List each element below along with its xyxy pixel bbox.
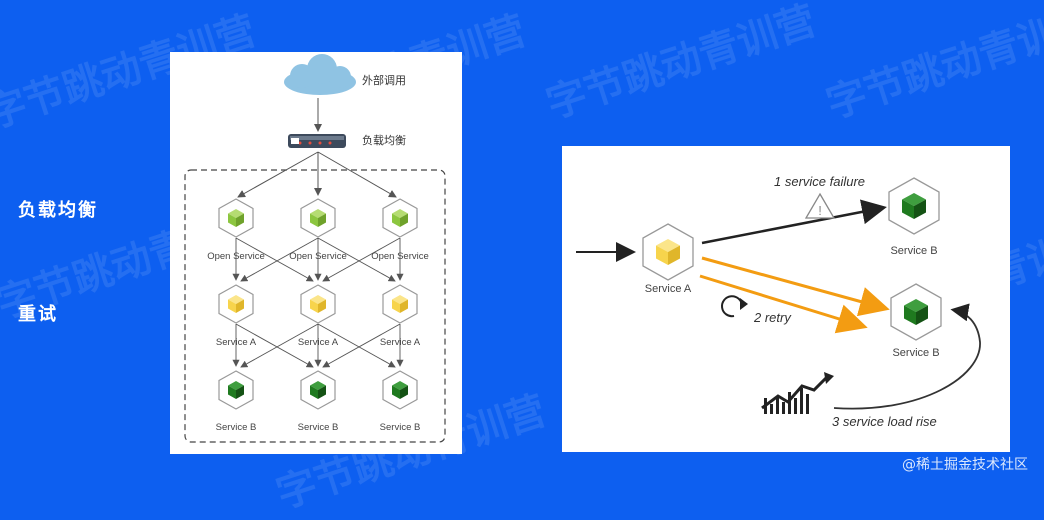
service-b-label: Service B bbox=[380, 422, 421, 433]
service-a-label: Service A bbox=[216, 337, 257, 348]
cluster-boundary bbox=[184, 169, 446, 443]
router-icon bbox=[288, 134, 346, 148]
service-b-node bbox=[300, 370, 336, 410]
failure-label: 1 service failure bbox=[774, 174, 865, 189]
svg-text:!: ! bbox=[818, 203, 822, 218]
service-a-label: Service A bbox=[645, 283, 692, 295]
cube-icon bbox=[228, 295, 244, 313]
credit-text: @稀土掘金技术社区 bbox=[902, 457, 1028, 473]
cube-icon bbox=[904, 299, 928, 325]
service-a-label: Service A bbox=[380, 337, 421, 348]
cube-icon bbox=[392, 381, 408, 399]
service-b-label: Service B bbox=[892, 347, 939, 359]
external-call-label: 外部调用 bbox=[362, 73, 406, 87]
open-service-node bbox=[218, 198, 254, 238]
retry-svg: Service A 1 service failure ! Service B … bbox=[576, 174, 981, 429]
open-service-label: Open Service bbox=[207, 251, 265, 262]
cube-icon bbox=[392, 209, 408, 227]
load-balancing-svg: 外部调用 负载均衡 bbox=[184, 54, 446, 443]
service-a-label: Service A bbox=[298, 337, 339, 348]
service-b-node bbox=[890, 283, 942, 341]
cube-icon bbox=[310, 295, 326, 313]
cube-icon bbox=[228, 209, 244, 227]
load-balancing-diagram: 外部调用 负载均衡 bbox=[170, 52, 462, 454]
warning-icon: ! bbox=[804, 192, 836, 219]
service-a-node bbox=[218, 284, 254, 324]
service-b-node bbox=[382, 370, 418, 410]
label-retry: 重试 bbox=[18, 304, 58, 325]
load-balancer-label: 负载均衡 bbox=[362, 133, 406, 147]
cube-icon bbox=[392, 295, 408, 313]
retry-diagram: Service A 1 service failure ! Service B … bbox=[562, 146, 1010, 452]
service-a-node bbox=[300, 284, 336, 324]
service-b-label: Service B bbox=[298, 422, 339, 433]
service-b-label: Service B bbox=[216, 422, 257, 433]
service-a-node bbox=[642, 223, 694, 281]
open-service-label: Open Service bbox=[289, 251, 347, 262]
cube-icon bbox=[902, 193, 926, 219]
cube-icon bbox=[310, 381, 326, 399]
open-service-node bbox=[300, 198, 336, 238]
cube-icon bbox=[656, 239, 680, 265]
load-rise-label: 3 service load rise bbox=[832, 414, 937, 429]
trend-up-icon bbox=[761, 372, 834, 414]
watermark: 字节跳动青训营 bbox=[540, 0, 822, 128]
open-service-label: Open Service bbox=[371, 251, 429, 262]
service-b-node bbox=[218, 370, 254, 410]
service-b-node bbox=[888, 177, 940, 235]
label-load-balancing: 负载均衡 bbox=[18, 200, 98, 221]
cube-icon bbox=[228, 381, 244, 399]
cloud-icon bbox=[284, 54, 356, 95]
retry-label: 2 retry bbox=[753, 310, 792, 325]
cube-icon bbox=[310, 209, 326, 227]
open-service-node bbox=[382, 198, 418, 238]
service-a-node bbox=[382, 284, 418, 324]
watermark: 字节跳动青训营 bbox=[820, 0, 1044, 128]
service-b-label: Service B bbox=[890, 245, 937, 257]
retry-icon bbox=[721, 295, 748, 318]
